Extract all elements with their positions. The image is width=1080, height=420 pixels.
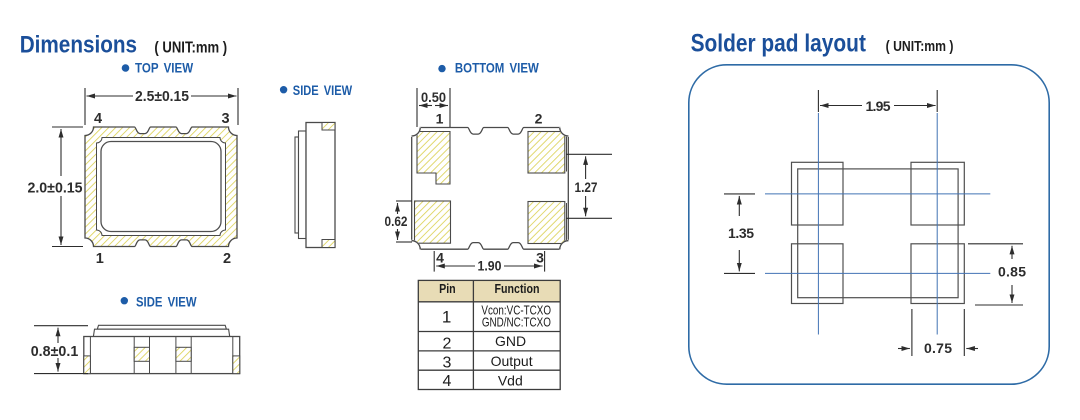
svg-text:4: 4	[94, 111, 102, 127]
svg-text:1.35: 1.35	[728, 225, 754, 241]
svg-text:Vcon:VC-TCXO: Vcon:VC-TCXO	[481, 304, 551, 317]
svg-text:GND/NC:TCXO: GND/NC:TCXO	[482, 316, 551, 329]
svg-text:0.50: 0.50	[421, 89, 446, 105]
svg-text:Output: Output	[491, 353, 533, 369]
svg-text:1.90: 1.90	[478, 258, 502, 274]
svg-text:GND: GND	[495, 333, 526, 349]
svg-text:2: 2	[443, 336, 452, 353]
svg-text:3: 3	[221, 111, 229, 127]
svg-text:2.5±0.15: 2.5±0.15	[135, 88, 189, 105]
svg-text:2: 2	[223, 251, 231, 267]
svg-text:0.85: 0.85	[998, 264, 1026, 280]
svg-text:1.95: 1.95	[866, 98, 891, 114]
svg-text:( UNIT:mm ): ( UNIT:mm )	[154, 39, 227, 57]
svg-text:2.0±0.15: 2.0±0.15	[28, 180, 83, 197]
svg-text:Pin: Pin	[439, 281, 456, 296]
svg-text:SIDE VIEW: SIDE VIEW	[136, 293, 197, 309]
svg-text:BOTTOM VIEW: BOTTOM VIEW	[455, 59, 540, 75]
svg-text:1.27: 1.27	[575, 179, 598, 195]
svg-text:Dimensions: Dimensions	[20, 31, 137, 58]
svg-text:SIDE VIEW: SIDE VIEW	[293, 83, 352, 99]
svg-text:TOP VIEW: TOP VIEW	[135, 59, 194, 75]
svg-text:3: 3	[536, 250, 544, 266]
svg-text:2: 2	[535, 111, 543, 127]
svg-text:3: 3	[443, 355, 452, 372]
svg-text:0.62: 0.62	[385, 213, 408, 229]
svg-text:4: 4	[436, 250, 444, 266]
svg-text:1: 1	[96, 251, 104, 267]
svg-text:4: 4	[443, 373, 452, 390]
svg-text:Solder pad layout: Solder pad layout	[691, 29, 867, 57]
svg-text:1: 1	[436, 111, 444, 127]
svg-text:Function: Function	[495, 281, 540, 296]
svg-text:1: 1	[442, 308, 451, 327]
svg-text:0.8±0.1: 0.8±0.1	[31, 343, 79, 360]
svg-text:Vdd: Vdd	[498, 373, 523, 389]
svg-text:0.75: 0.75	[924, 340, 952, 356]
svg-text:( UNIT:mm ): ( UNIT:mm )	[886, 38, 954, 55]
